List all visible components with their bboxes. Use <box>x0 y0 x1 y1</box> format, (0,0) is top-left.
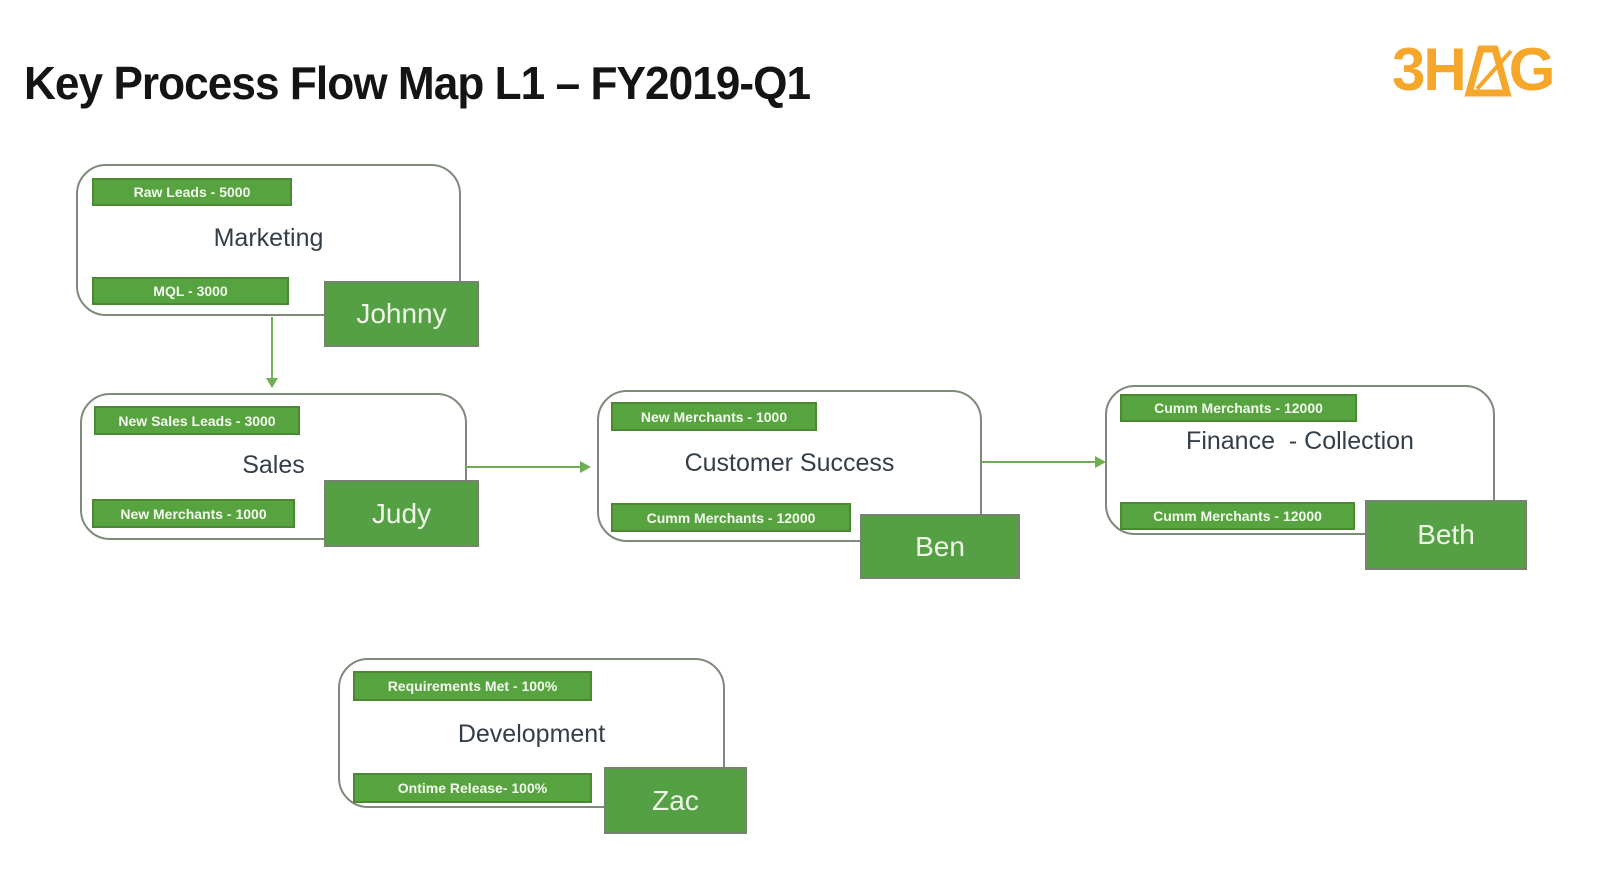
metric-badge-bottom: Ontime Release- 100% <box>353 773 592 803</box>
owner-badge: Zac <box>604 767 747 834</box>
owner-badge: Ben <box>860 514 1020 579</box>
metric-badge-top: Raw Leads - 5000 <box>92 178 292 206</box>
metric-badge-bottom: Cumm Merchants - 12000 <box>611 503 851 532</box>
process-node-development: Requirements Met - 100% Development Onti… <box>338 658 747 834</box>
node-title: Finance - Collection <box>1186 427 1414 455</box>
process-node-marketing: Raw Leads - 5000 Marketing MQL - 3000 Jo… <box>76 164 479 347</box>
logo-text-left: 3H <box>1392 35 1467 103</box>
arrowhead-right-icon <box>1095 456 1106 468</box>
process-node-sales: New Sales Leads - 3000 Sales New Merchan… <box>80 393 479 547</box>
flow-arrow-customer-success-to-finance <box>981 456 1106 468</box>
metric-badge-bottom: Cumm Merchants - 12000 <box>1120 502 1355 530</box>
process-node-customer-success: New Merchants - 1000 Customer Success Cu… <box>597 390 1020 579</box>
logo-text-right: G <box>1508 35 1556 103</box>
arrow-shaft <box>981 461 1095 463</box>
arrow-shaft <box>271 317 273 378</box>
node-title: Development <box>457 720 606 748</box>
metric-badge-bottom: New Merchants - 1000 <box>92 499 295 528</box>
node-title: Marketing <box>213 224 324 252</box>
metric-badge-top: Cumm Merchants - 12000 <box>1120 394 1357 422</box>
metric-badge-bottom: MQL - 3000 <box>92 277 289 305</box>
metric-badge-top: New Sales Leads - 3000 <box>94 406 300 435</box>
node-title: Customer Success <box>684 449 895 477</box>
logo-3hag: 3H G <box>1392 34 1556 104</box>
flow-arrow-marketing-to-sales <box>266 317 278 388</box>
metric-badge-top: New Merchants - 1000 <box>611 402 817 431</box>
page-title: Key Process Flow Map L1 – FY2019-Q1 <box>24 57 811 109</box>
arrowhead-right-icon <box>580 461 591 473</box>
arrowhead-down-icon <box>266 378 278 388</box>
flow-arrow-sales-to-customer-success <box>466 461 591 473</box>
arrow-shaft <box>466 466 580 468</box>
metronome-icon <box>1464 45 1512 97</box>
owner-badge: Judy <box>324 480 479 547</box>
node-title: Sales <box>242 451 305 479</box>
process-node-finance-collection: Cumm Merchants - 12000 Finance - Collect… <box>1105 385 1527 570</box>
metric-badge-top: Requirements Met - 100% <box>353 671 592 701</box>
owner-badge: Johnny <box>324 281 479 347</box>
owner-badge: Beth <box>1365 500 1527 570</box>
